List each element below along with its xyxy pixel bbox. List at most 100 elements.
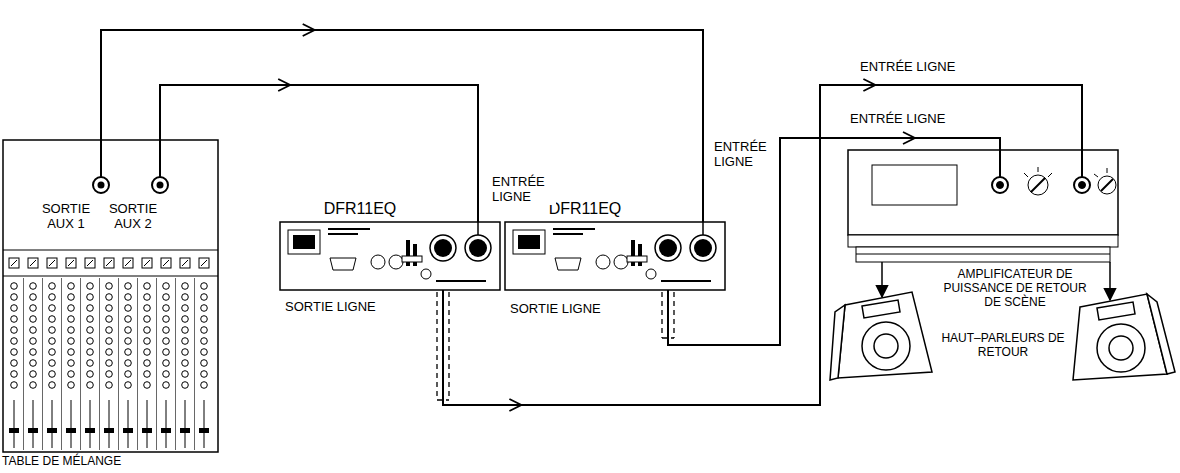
mixing-console — [144, 360, 151, 367]
mixing-console — [30, 360, 37, 367]
mixing-console — [68, 349, 75, 356]
mixing-console — [106, 294, 113, 301]
speaker-cable — [1109, 262, 1111, 300]
mixing-console — [87, 260, 93, 266]
monitor-speaker — [862, 322, 910, 370]
signal-cable — [443, 85, 1082, 405]
mixing-console — [152, 177, 168, 193]
power-amplifier — [848, 150, 1118, 262]
speaker-cable — [881, 262, 883, 297]
mixing-console — [90, 400, 91, 448]
mixing-console — [30, 327, 37, 334]
mixing-console — [9, 258, 19, 268]
mixing-console — [85, 258, 95, 268]
mixing-console — [3, 140, 218, 452]
mixing-console — [156, 278, 157, 450]
power-amplifier — [856, 254, 1110, 255]
mixing-console — [68, 338, 75, 345]
mixing-console — [30, 338, 37, 345]
dashed-output-cable — [437, 292, 674, 400]
mixing-console — [49, 371, 56, 378]
monitor-speaker — [1147, 294, 1175, 374]
mixing-console — [201, 382, 208, 389]
mixing-console — [201, 294, 208, 301]
power-amplifier — [1028, 175, 1048, 195]
mixing-console — [68, 371, 75, 378]
mixing-console — [106, 382, 113, 389]
monitor-speaker — [1109, 336, 1133, 360]
mixing-console — [80, 278, 81, 450]
mixing-console — [144, 283, 151, 290]
mixing-console — [99, 278, 100, 450]
mixing-console — [106, 371, 113, 378]
mixing-console — [182, 327, 189, 334]
input-label: ENTRÉE LIGNE — [712, 140, 778, 170]
monitor-speaker — [830, 305, 845, 380]
mixing-console — [144, 382, 151, 389]
mixing-console — [125, 294, 132, 301]
mixing-console — [47, 258, 57, 268]
mixing-console — [100, 140, 102, 177]
mixing-console — [201, 305, 208, 312]
mixing-console — [163, 338, 170, 345]
monitor-speaker — [830, 292, 932, 380]
mixing-console — [104, 428, 114, 433]
mixing-console — [66, 258, 76, 268]
monitor-speaker — [862, 300, 900, 318]
mixing-console — [49, 382, 56, 389]
mixing-console — [106, 305, 113, 312]
direction-arrow — [863, 79, 875, 91]
mixing-console — [49, 360, 56, 367]
direction-arrow — [509, 399, 521, 411]
dashed-output-cable — [448, 292, 449, 400]
mixing-console — [142, 258, 152, 268]
mixing-console — [147, 400, 148, 448]
direction-arrow — [903, 132, 915, 144]
mixing-console — [106, 260, 112, 266]
mixing-console — [163, 382, 170, 389]
mixing-console — [49, 305, 56, 312]
mixing-console — [11, 294, 18, 301]
mixing-console — [201, 260, 207, 266]
mixing-console — [11, 349, 18, 356]
processor-box: DFR11EQSORTIE LIGNE — [505, 222, 723, 290]
mixing-console — [71, 400, 72, 448]
mixing-console — [9, 428, 19, 433]
power-amplifier — [1079, 182, 1086, 189]
mixing-console — [106, 360, 113, 367]
mixing-console — [87, 294, 94, 301]
mixing-console — [87, 360, 94, 367]
mixing-console — [125, 360, 132, 367]
monitor-speaker — [1073, 294, 1175, 380]
power-amplifier — [848, 235, 1118, 247]
mixing-console — [3, 140, 218, 452]
mixing-console — [125, 338, 132, 345]
mixing-console — [144, 260, 150, 266]
mixing-console — [87, 338, 94, 345]
mixing-console — [11, 338, 18, 345]
mixing-console — [125, 371, 132, 378]
power-amplifier — [1024, 173, 1028, 177]
processor-box: DFR11EQSORTIE LIGNE — [280, 222, 500, 290]
mixing-console — [85, 428, 95, 433]
power-amplifier — [856, 247, 1110, 262]
mixing-console — [201, 371, 208, 378]
mixing-console — [9, 258, 209, 450]
mixing-console — [157, 182, 164, 189]
mixing-console — [68, 294, 75, 301]
mixing-console — [144, 349, 151, 356]
mixing-console — [68, 360, 75, 367]
mixing-console — [182, 338, 189, 345]
power-amplifier — [1094, 174, 1098, 177]
mixing-console — [163, 327, 170, 334]
mixing-console — [66, 428, 76, 433]
monitor-speaker — [1097, 302, 1135, 320]
mixing-console — [201, 327, 208, 334]
mixing-console — [30, 305, 37, 312]
mixing-console — [125, 382, 132, 389]
mixing-console — [142, 428, 152, 433]
dfr-unit-panel — [505, 222, 725, 290]
mixing-console — [144, 305, 151, 312]
